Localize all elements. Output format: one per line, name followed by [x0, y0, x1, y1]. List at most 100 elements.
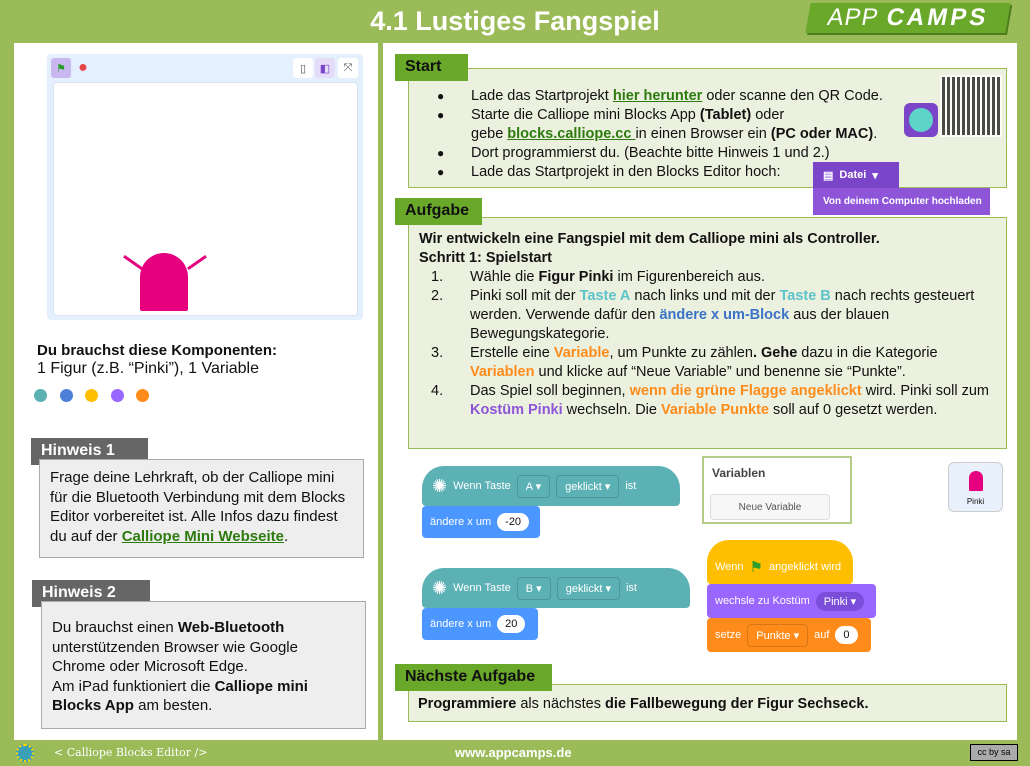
value-input[interactable]: -20 — [497, 513, 530, 531]
change-x-block[interactable]: ändere x um -20 — [422, 506, 540, 538]
aufgabe-item: 2.Pinki soll mit der Taste A nach links … — [419, 287, 996, 344]
link[interactable]: blocks.calliope.cc — [507, 126, 636, 142]
key-value: A — [525, 480, 533, 493]
event-value: geklickt — [565, 582, 603, 595]
link[interactable]: hier herunter — [612, 88, 703, 104]
link[interactable]: Calliope Mini Webseite — [121, 527, 284, 545]
calliope-icon: ✺ — [432, 475, 448, 496]
text-segment: soll auf 0 gesetzt werden. — [768, 402, 938, 418]
event-value: geklickt — [565, 480, 602, 493]
text-segment: Programmiere — [418, 696, 517, 712]
text-segment: (Tablet) — [699, 107, 752, 123]
text-segment: aus der blauen Bewegungskategorie. — [470, 307, 890, 342]
block-text: ist — [625, 582, 637, 594]
pinki-arm — [187, 254, 207, 271]
variable-dropdown[interactable]: Punkte ▾ — [747, 623, 809, 647]
event-dropdown[interactable]: geklickt ▾ — [556, 576, 620, 600]
stage-preview: ⚑ ● ▯ ◧ ⤧ — [47, 54, 363, 320]
stop-icon[interactable]: ● — [78, 59, 88, 76]
variables-title: Variablen — [712, 466, 766, 480]
green-flag-icon[interactable]: ⚑ — [51, 58, 71, 78]
naechste-label: Nächste Aufgabe — [395, 664, 552, 691]
text-segment: ändere x um-Block — [659, 307, 790, 323]
stage-canvas — [53, 82, 358, 316]
text-segment: in einen Browser ein — [635, 126, 771, 142]
change-x-block[interactable]: ändere x um 20 — [422, 608, 538, 640]
text-segment: Das Spiel soll beginnen, — [470, 383, 630, 399]
when-key-b-block[interactable]: ✺ Wenn Taste B ▾ geklickt ▾ ist — [422, 568, 690, 608]
block-text: ändere x um — [430, 516, 492, 528]
event-dropdown[interactable]: geklickt ▾ — [556, 474, 620, 498]
category-dot — [59, 389, 73, 402]
text-segment: Starte die Calliope mini Blocks App — [471, 107, 700, 123]
text-segment: gebe — [471, 126, 508, 142]
fullscreen-icon[interactable]: ⤧ — [338, 58, 358, 78]
text-segment: wechseln. Die — [562, 402, 661, 418]
components-heading: Du brauchst diese Komponenten: — [37, 342, 278, 359]
start-item: Dort programmierst du. (Beachte bitte Hi… — [409, 144, 1006, 163]
text-segment: Taste A — [579, 288, 631, 304]
text-segment: Wähle die — [470, 269, 539, 285]
aufgabe-label: Aufgabe — [395, 198, 482, 225]
text-segment: im Figurenbereich aus. — [613, 269, 765, 285]
sprite-tile-pinki[interactable]: Pinki — [948, 462, 1003, 512]
item-number: 2. — [431, 288, 444, 304]
text-segment: . — [283, 527, 289, 545]
text-segment: Variable Punkte — [660, 402, 769, 418]
green-flag-icon: ⚑ — [749, 559, 763, 576]
block-text: ändere x um — [430, 618, 492, 630]
text-segment: am besten. — [133, 697, 213, 714]
category-dot — [34, 389, 47, 402]
pinki-sprite — [140, 253, 188, 311]
aufgabe-step: Schritt 1: Spielstart — [419, 250, 552, 266]
logo-camps: CAMPS — [884, 4, 991, 31]
block-text: angeklickt wird — [769, 561, 842, 573]
key-dropdown[interactable]: B ▾ — [516, 576, 551, 600]
when-flag-clicked-block[interactable]: Wenn⚑angeklickt wird — [707, 540, 853, 584]
item-number: 4. — [431, 383, 444, 399]
aufgabe-box: Wir entwickeln eine Fangspiel mit dem Ca… — [408, 217, 1007, 449]
new-variable-button[interactable]: Neue Variable — [710, 494, 830, 520]
calliope-icon: ✺ — [432, 577, 448, 598]
start-label: Start — [395, 54, 468, 81]
text-segment: . — [873, 126, 878, 142]
text-segment: als nächstes — [516, 696, 605, 712]
category-dot — [136, 389, 149, 402]
text-segment: Web-Bluetooth — [177, 619, 285, 636]
footer-left: < Calliope Blocks Editor /> — [54, 746, 208, 759]
text-segment: Am iPad funktioniert die — [52, 677, 215, 695]
start-item: Lade das Startprojekt hier herunter oder… — [409, 87, 1006, 106]
text-segment: Frage deine Lehrkraft, ob der Calliope m… — [50, 469, 346, 545]
key-dropdown[interactable]: A ▾ — [516, 474, 551, 498]
item-number: 1. — [431, 269, 444, 285]
upload-menu-item[interactable]: Von deinem Computer hochladen — [813, 188, 990, 215]
text-segment: Erstelle eine — [470, 345, 554, 361]
datei-menu-button[interactable]: ▤Datei▾ — [813, 162, 899, 188]
switch-costume-block[interactable]: wechsle zu Kostüm Pinki ▾ — [707, 584, 876, 618]
start-item: Starte die Calliope mini Blocks App (Tab… — [409, 106, 1006, 144]
normal-stage-icon[interactable]: ◧ — [315, 58, 335, 78]
category-dot — [85, 389, 98, 402]
costume-dropdown[interactable]: Pinki ▾ — [815, 591, 865, 611]
chevron-down-icon: ▾ — [872, 169, 878, 182]
when-key-a-block[interactable]: ✺ Wenn Taste A ▾ geklickt ▾ ist — [422, 466, 680, 506]
text-segment: wenn die grüne Flagge angeklickt — [629, 383, 862, 399]
aufgabe-item: 1.Wähle die Figur Pinki im Figurenbereic… — [419, 268, 996, 287]
key-value: B — [525, 582, 534, 595]
variable-value: Punkte — [756, 629, 791, 642]
value-input[interactable]: 0 — [835, 626, 858, 644]
text-segment: , um Punkte zu zählen — [609, 345, 753, 361]
text-segment: . Gehe — [752, 345, 798, 361]
qr-code — [940, 75, 1002, 137]
text-segment: Variablen — [470, 364, 535, 380]
block-text: wechsle zu Kostüm — [715, 595, 810, 607]
block-text: auf — [814, 629, 830, 641]
text-segment: nach rechts gesteuert werden. Verwende d… — [470, 288, 975, 323]
value-input[interactable]: 20 — [497, 615, 526, 633]
footer-url[interactable]: www.appcamps.de — [455, 745, 572, 760]
small-stage-icon[interactable]: ▯ — [293, 58, 313, 78]
calliope-logo-icon — [16, 744, 34, 762]
text-segment: Pinki soll mit der — [470, 288, 580, 304]
